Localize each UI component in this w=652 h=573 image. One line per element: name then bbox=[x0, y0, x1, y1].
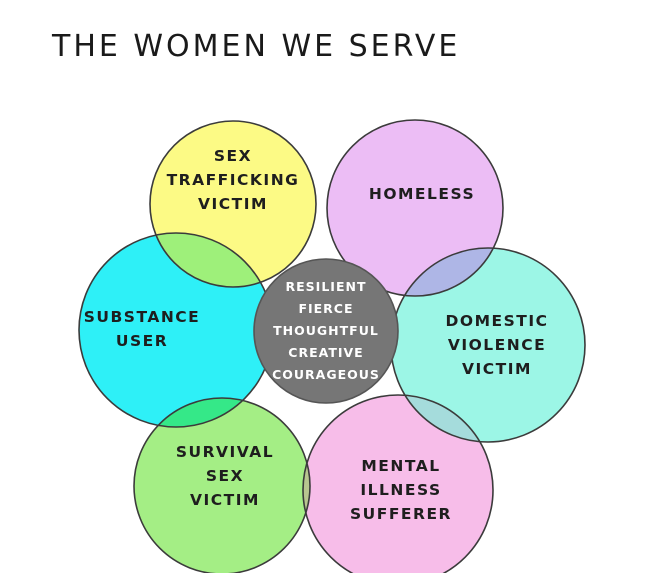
petal-label-sex-trafficking-victim: TRAFFICKING bbox=[167, 171, 300, 189]
center-circle bbox=[253, 258, 399, 404]
petal-label-survival-sex-victim: SURVIVAL bbox=[176, 443, 274, 461]
overlap-layer bbox=[134, 233, 503, 573]
center-layer: RESILIENT FIERCE THOUGHTFUL CREATIVE COURAGE… bbox=[253, 258, 399, 404]
center-trait-label: THOUGHTFUL bbox=[273, 323, 379, 338]
petal-label-domestic-violence-victim: DOMESTIC bbox=[446, 312, 549, 330]
petal-label-homeless: HOMELESS bbox=[369, 185, 475, 203]
petal-outline-homeless bbox=[326, 119, 504, 297]
petal-survival-sex-victim bbox=[134, 398, 310, 573]
petal-label-mental-illness-sufferer: MENTAL bbox=[361, 457, 440, 475]
center-trait-label: FIERCE bbox=[298, 301, 353, 316]
petal-label-survival-sex-victim: VICTIM bbox=[190, 491, 260, 509]
petal-label-sex-trafficking-victim: VICTIM bbox=[198, 195, 268, 213]
petal-label-domestic-violence-victim: VICTIM bbox=[462, 360, 532, 378]
page-title: THE WOMEN WE SERVE bbox=[51, 29, 460, 64]
overlap-substance-trafficking bbox=[150, 233, 273, 287]
center-trait-label: CREATIVE bbox=[288, 345, 363, 360]
petal-outline-mental-illness-sufferer bbox=[302, 394, 494, 573]
petal-domestic-violence-victim bbox=[391, 248, 585, 442]
petal-label-substance-user: USER bbox=[116, 332, 168, 350]
label-layer: SEX TRAFFICKING VICTIM HOMELESS DOMESTIC VIOL… bbox=[84, 147, 549, 523]
center-trait-label: RESILIENT bbox=[286, 279, 367, 294]
petal-label-survival-sex-victim: SEX bbox=[206, 467, 244, 485]
petal-label-sex-trafficking-victim: SEX bbox=[214, 147, 252, 165]
center-trait-label: COURAGEOUS bbox=[272, 367, 380, 382]
petal-outline-sex-trafficking-victim bbox=[149, 120, 317, 288]
petal-outline-survival-sex-victim bbox=[133, 397, 311, 573]
petal-label-substance-user: SUBSTANCE bbox=[84, 308, 201, 326]
petal-label-mental-illness-sufferer: SUFFERER bbox=[350, 505, 452, 523]
petal-label-mental-illness-sufferer: ILLNESS bbox=[360, 481, 441, 499]
petal-label-domestic-violence-victim: VIOLENCE bbox=[448, 336, 546, 354]
petal-mental-illness-sufferer bbox=[303, 395, 493, 573]
